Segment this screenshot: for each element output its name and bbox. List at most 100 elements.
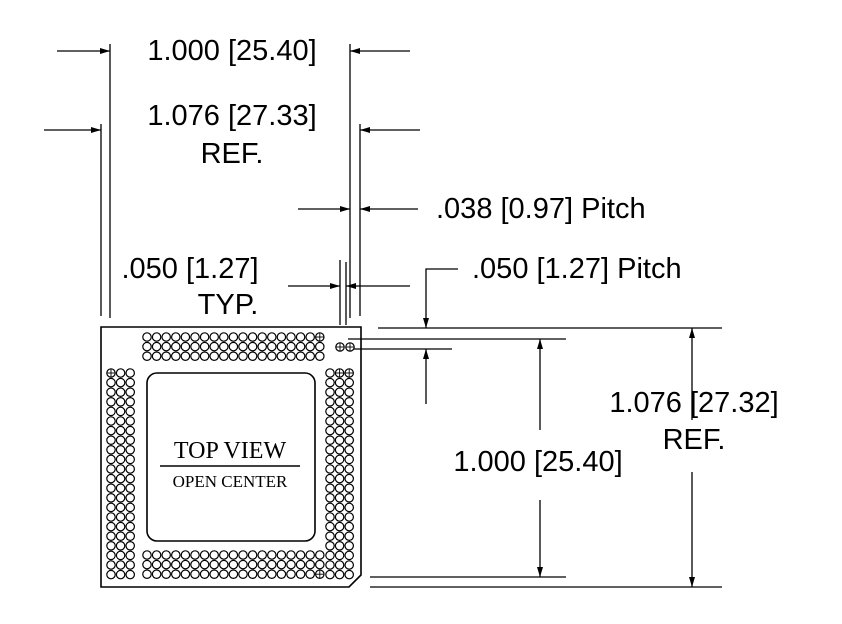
pin [344, 550, 354, 561]
ref-width-label: 1.076 [27.33] [147, 100, 316, 132]
pin [247, 550, 258, 560]
pin [142, 351, 152, 361]
pin [209, 550, 219, 560]
pin [142, 550, 152, 560]
pin [325, 483, 335, 493]
pin [125, 396, 135, 407]
pin [286, 569, 296, 579]
pin [334, 444, 345, 455]
pin [286, 550, 296, 560]
pin [199, 550, 210, 560]
pin [106, 464, 116, 474]
pin [325, 416, 335, 426]
pin [325, 521, 335, 532]
pin [180, 550, 191, 560]
pin [151, 569, 162, 579]
pin [125, 435, 135, 445]
pin [125, 483, 135, 493]
pin [334, 569, 345, 580]
pin [344, 464, 354, 474]
pin [209, 569, 219, 579]
pin [228, 559, 239, 570]
pin [286, 332, 296, 342]
pin [334, 540, 345, 551]
pin [115, 550, 126, 561]
pin-array [106, 332, 355, 580]
pin [115, 569, 126, 580]
pin [257, 341, 267, 352]
package-subtitle: OPEN CENTER [173, 472, 288, 491]
pin [190, 351, 200, 361]
pin [344, 502, 354, 513]
pin [257, 559, 267, 570]
pin [344, 569, 354, 580]
pin [115, 531, 126, 541]
pin [247, 559, 258, 570]
pin [171, 351, 181, 361]
pin [334, 377, 345, 388]
pin [334, 396, 345, 407]
pin [266, 559, 277, 570]
pin [276, 550, 287, 560]
pin [238, 351, 248, 361]
pin [257, 351, 267, 361]
pin [115, 425, 126, 436]
pin [344, 435, 354, 445]
pin [151, 351, 162, 361]
pin [115, 454, 126, 465]
pin [305, 351, 315, 361]
pin [115, 444, 126, 455]
pin [344, 473, 354, 484]
pin [106, 454, 116, 465]
pin [151, 550, 162, 560]
pin [344, 377, 354, 388]
pin [190, 332, 200, 342]
ref-height-label: 1.076 [27.32] [609, 387, 778, 419]
pin [161, 351, 171, 361]
pin [325, 368, 335, 378]
pin [171, 332, 181, 342]
pin [106, 425, 116, 436]
pin [247, 351, 258, 361]
pin [334, 560, 345, 570]
pin [325, 444, 335, 455]
pin [106, 435, 116, 445]
pin [286, 341, 296, 352]
pin [344, 454, 354, 465]
pin [199, 559, 210, 570]
pin [106, 377, 116, 388]
pin [106, 540, 116, 551]
pin [325, 377, 335, 388]
pin [125, 368, 135, 378]
pin [171, 341, 181, 352]
pin [142, 559, 152, 570]
pin [266, 332, 277, 342]
pin [344, 492, 354, 503]
package-outline [100, 326, 362, 588]
pin [325, 569, 335, 580]
typ-spacing-suffix: TYP. [198, 289, 259, 321]
pin [115, 377, 126, 388]
pin [125, 512, 135, 522]
pin [199, 351, 210, 361]
pin [125, 521, 135, 532]
pin [219, 559, 229, 570]
pin [199, 341, 210, 352]
pin [106, 512, 116, 522]
row-pitch-label: .050 [1.27] Pitch [472, 253, 682, 285]
pin [257, 569, 267, 579]
pin [276, 569, 287, 579]
pin [314, 550, 325, 560]
pin [115, 521, 126, 532]
pin [106, 492, 116, 503]
pin [161, 559, 171, 570]
extension-lines [100, 44, 722, 588]
pin [219, 341, 229, 352]
pin [151, 332, 162, 342]
pin [344, 560, 354, 570]
pin [106, 531, 116, 541]
pin [125, 560, 135, 570]
pin [295, 559, 306, 570]
pin [106, 406, 116, 417]
